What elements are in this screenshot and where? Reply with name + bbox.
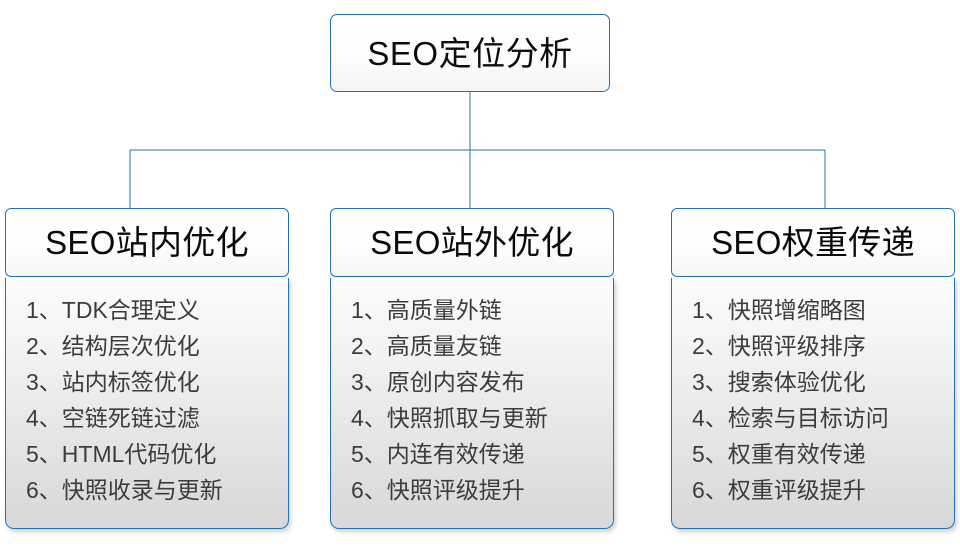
list-item-index: 6、 [26,476,62,503]
list-item: 3、 原创内容发布 [351,364,613,400]
list-item-index: 1、 [26,296,62,323]
list-item-text: 高质量外链 [386,296,502,323]
list-item-index: 5、 [692,440,728,467]
branch-item-list-1: 1、 TDK合理定义 2、 结构层次优化 3、 站内标签优化 4、 空链死链过滤… [6,292,288,508]
list-item-index: 6、 [351,476,387,503]
list-item-index: 4、 [26,404,62,431]
list-item-index: 2、 [26,332,62,359]
list-item-text: 快照评级提升 [386,476,525,503]
list-item-index: 3、 [692,368,728,395]
list-item: 2、 快照评级排序 [692,328,954,364]
list-item-text: 快照抓取与更新 [386,404,548,431]
branch-column-3: SEO权重传递 1、 快照增缩略图 2、 快照评级排序 3、 搜索体验优化 4、 [671,208,955,529]
list-item: 4、 检索与目标访问 [692,400,954,436]
list-item-text: 高质量友链 [386,332,502,359]
list-item-text: 结构层次优化 [61,332,200,359]
list-item-index: 5、 [351,440,387,467]
list-item: 3、 站内标签优化 [26,364,288,400]
list-item-index: 6、 [692,476,728,503]
list-item: 2、 高质量友链 [351,328,613,364]
list-item-text: 空链死链过滤 [61,404,200,431]
list-item-text: 快照收录与更新 [61,476,223,503]
branch-body-1: 1、 TDK合理定义 2、 结构层次优化 3、 站内标签优化 4、 空链死链过滤… [5,278,289,529]
list-item-text: 快照评级排序 [727,332,866,359]
list-item: 6、 权重评级提升 [692,472,954,508]
branch-header-2[interactable]: SEO站外优化 [330,208,614,277]
list-item-index: 2、 [351,332,387,359]
list-item: 1、 TDK合理定义 [26,292,288,328]
list-item: 1、 高质量外链 [351,292,613,328]
list-item-index: 4、 [692,404,728,431]
list-item-index: 4、 [351,404,387,431]
list-item-text: TDK合理定义 [61,296,200,323]
list-item: 2、 结构层次优化 [26,328,288,364]
root-node[interactable]: SEO定位分析 [330,14,610,92]
list-item-index: 1、 [692,296,728,323]
list-item-text: 站内标签优化 [61,368,200,395]
list-item: 6、 快照收录与更新 [26,472,288,508]
list-item-text: 原创内容发布 [386,368,525,395]
list-item-text: HTML代码优化 [61,440,217,467]
list-item: 5、 HTML代码优化 [26,436,288,472]
list-item-index: 3、 [351,368,387,395]
list-item-index: 2、 [692,332,728,359]
branch-body-2: 1、 高质量外链 2、 高质量友链 3、 原创内容发布 4、 快照抓取与更新 5… [330,278,614,529]
list-item: 4、 空链死链过滤 [26,400,288,436]
list-item: 4、 快照抓取与更新 [351,400,613,436]
list-item: 6、 快照评级提升 [351,472,613,508]
list-item: 5、 权重有效传递 [692,436,954,472]
branch-item-list-3: 1、 快照增缩略图 2、 快照评级排序 3、 搜索体验优化 4、 检索与目标访问… [672,292,954,508]
branch-header-label-1: SEO站内优化 [45,224,249,261]
list-item: 5、 内连有效传递 [351,436,613,472]
branch-header-1[interactable]: SEO站内优化 [5,208,289,277]
list-item: 1、 快照增缩略图 [692,292,954,328]
list-item-index: 3、 [26,368,62,395]
root-node-label: SEO定位分析 [367,34,573,72]
branch-column-2: SEO站外优化 1、 高质量外链 2、 高质量友链 3、 原创内容发布 4、 快 [330,208,614,529]
list-item-text: 内连有效传递 [386,440,525,467]
list-item: 3、 搜索体验优化 [692,364,954,400]
list-item-text: 权重评级提升 [727,476,866,503]
list-item-index: 1、 [351,296,387,323]
branch-header-label-3: SEO权重传递 [711,224,915,261]
branch-header-3[interactable]: SEO权重传递 [671,208,955,277]
list-item-text: 检索与目标访问 [727,404,889,431]
list-item-text: 快照增缩略图 [727,296,866,323]
branch-item-list-2: 1、 高质量外链 2、 高质量友链 3、 原创内容发布 4、 快照抓取与更新 5… [331,292,613,508]
list-item-text: 权重有效传递 [727,440,866,467]
list-item-text: 搜索体验优化 [727,368,866,395]
branch-header-label-2: SEO站外优化 [370,224,574,261]
branch-body-3: 1、 快照增缩略图 2、 快照评级排序 3、 搜索体验优化 4、 检索与目标访问… [671,278,955,529]
branch-column-1: SEO站内优化 1、 TDK合理定义 2、 结构层次优化 3、 站内标签优化 4… [5,208,289,529]
list-item-index: 5、 [26,440,62,467]
